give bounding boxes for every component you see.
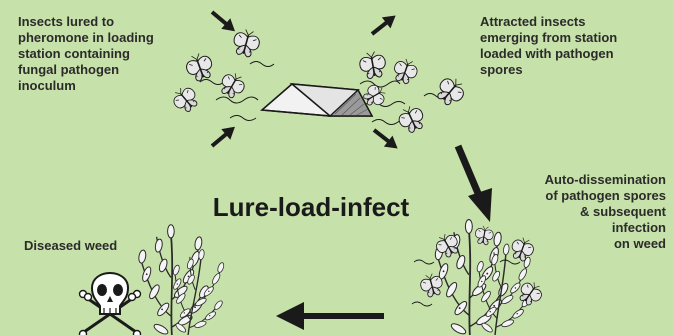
arrow-in-top-icon	[208, 7, 240, 37]
moth-icon	[183, 50, 216, 83]
moth-icon	[432, 73, 468, 109]
moth-icon	[395, 103, 427, 136]
arrow-to-diseased-icon	[276, 302, 384, 330]
weed-plant-icon	[138, 225, 210, 335]
moth-icon	[474, 225, 495, 246]
moth-icon	[169, 83, 202, 116]
arrow-out-top-icon	[368, 10, 400, 40]
arrow-in-bottom-icon	[208, 121, 240, 151]
moth-icon	[217, 69, 249, 101]
skull-crossbones-icon	[80, 273, 141, 335]
moth-icon	[231, 27, 262, 59]
arrow-out-bottom-icon	[370, 124, 402, 154]
trap-station-icon	[262, 84, 372, 116]
moth-icon	[390, 56, 420, 86]
arrow-dissemination-icon	[458, 146, 492, 222]
moth-icon	[508, 235, 536, 263]
moth-icon	[358, 50, 388, 80]
